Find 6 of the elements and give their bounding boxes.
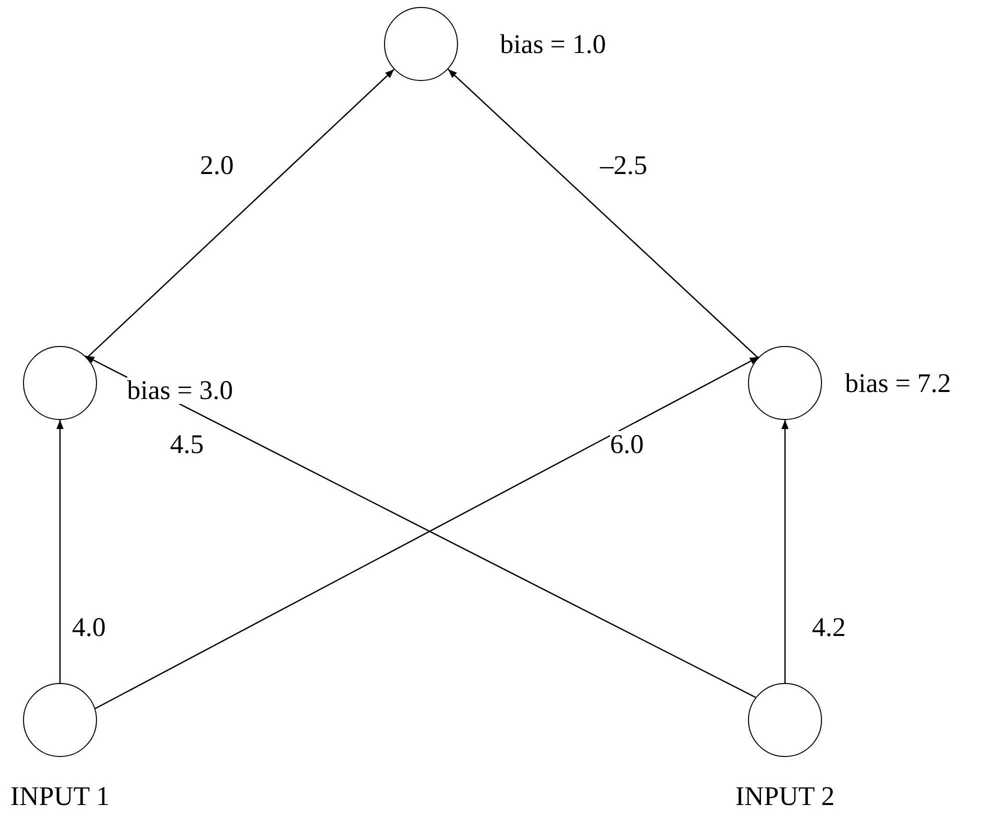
arrow [86, 68, 394, 358]
arrow [56, 420, 64, 683]
neuron-circle [384, 7, 458, 81]
arrow [448, 68, 758, 358]
node-caption: bias = 3.0 [127, 377, 233, 404]
arrow [781, 420, 789, 683]
